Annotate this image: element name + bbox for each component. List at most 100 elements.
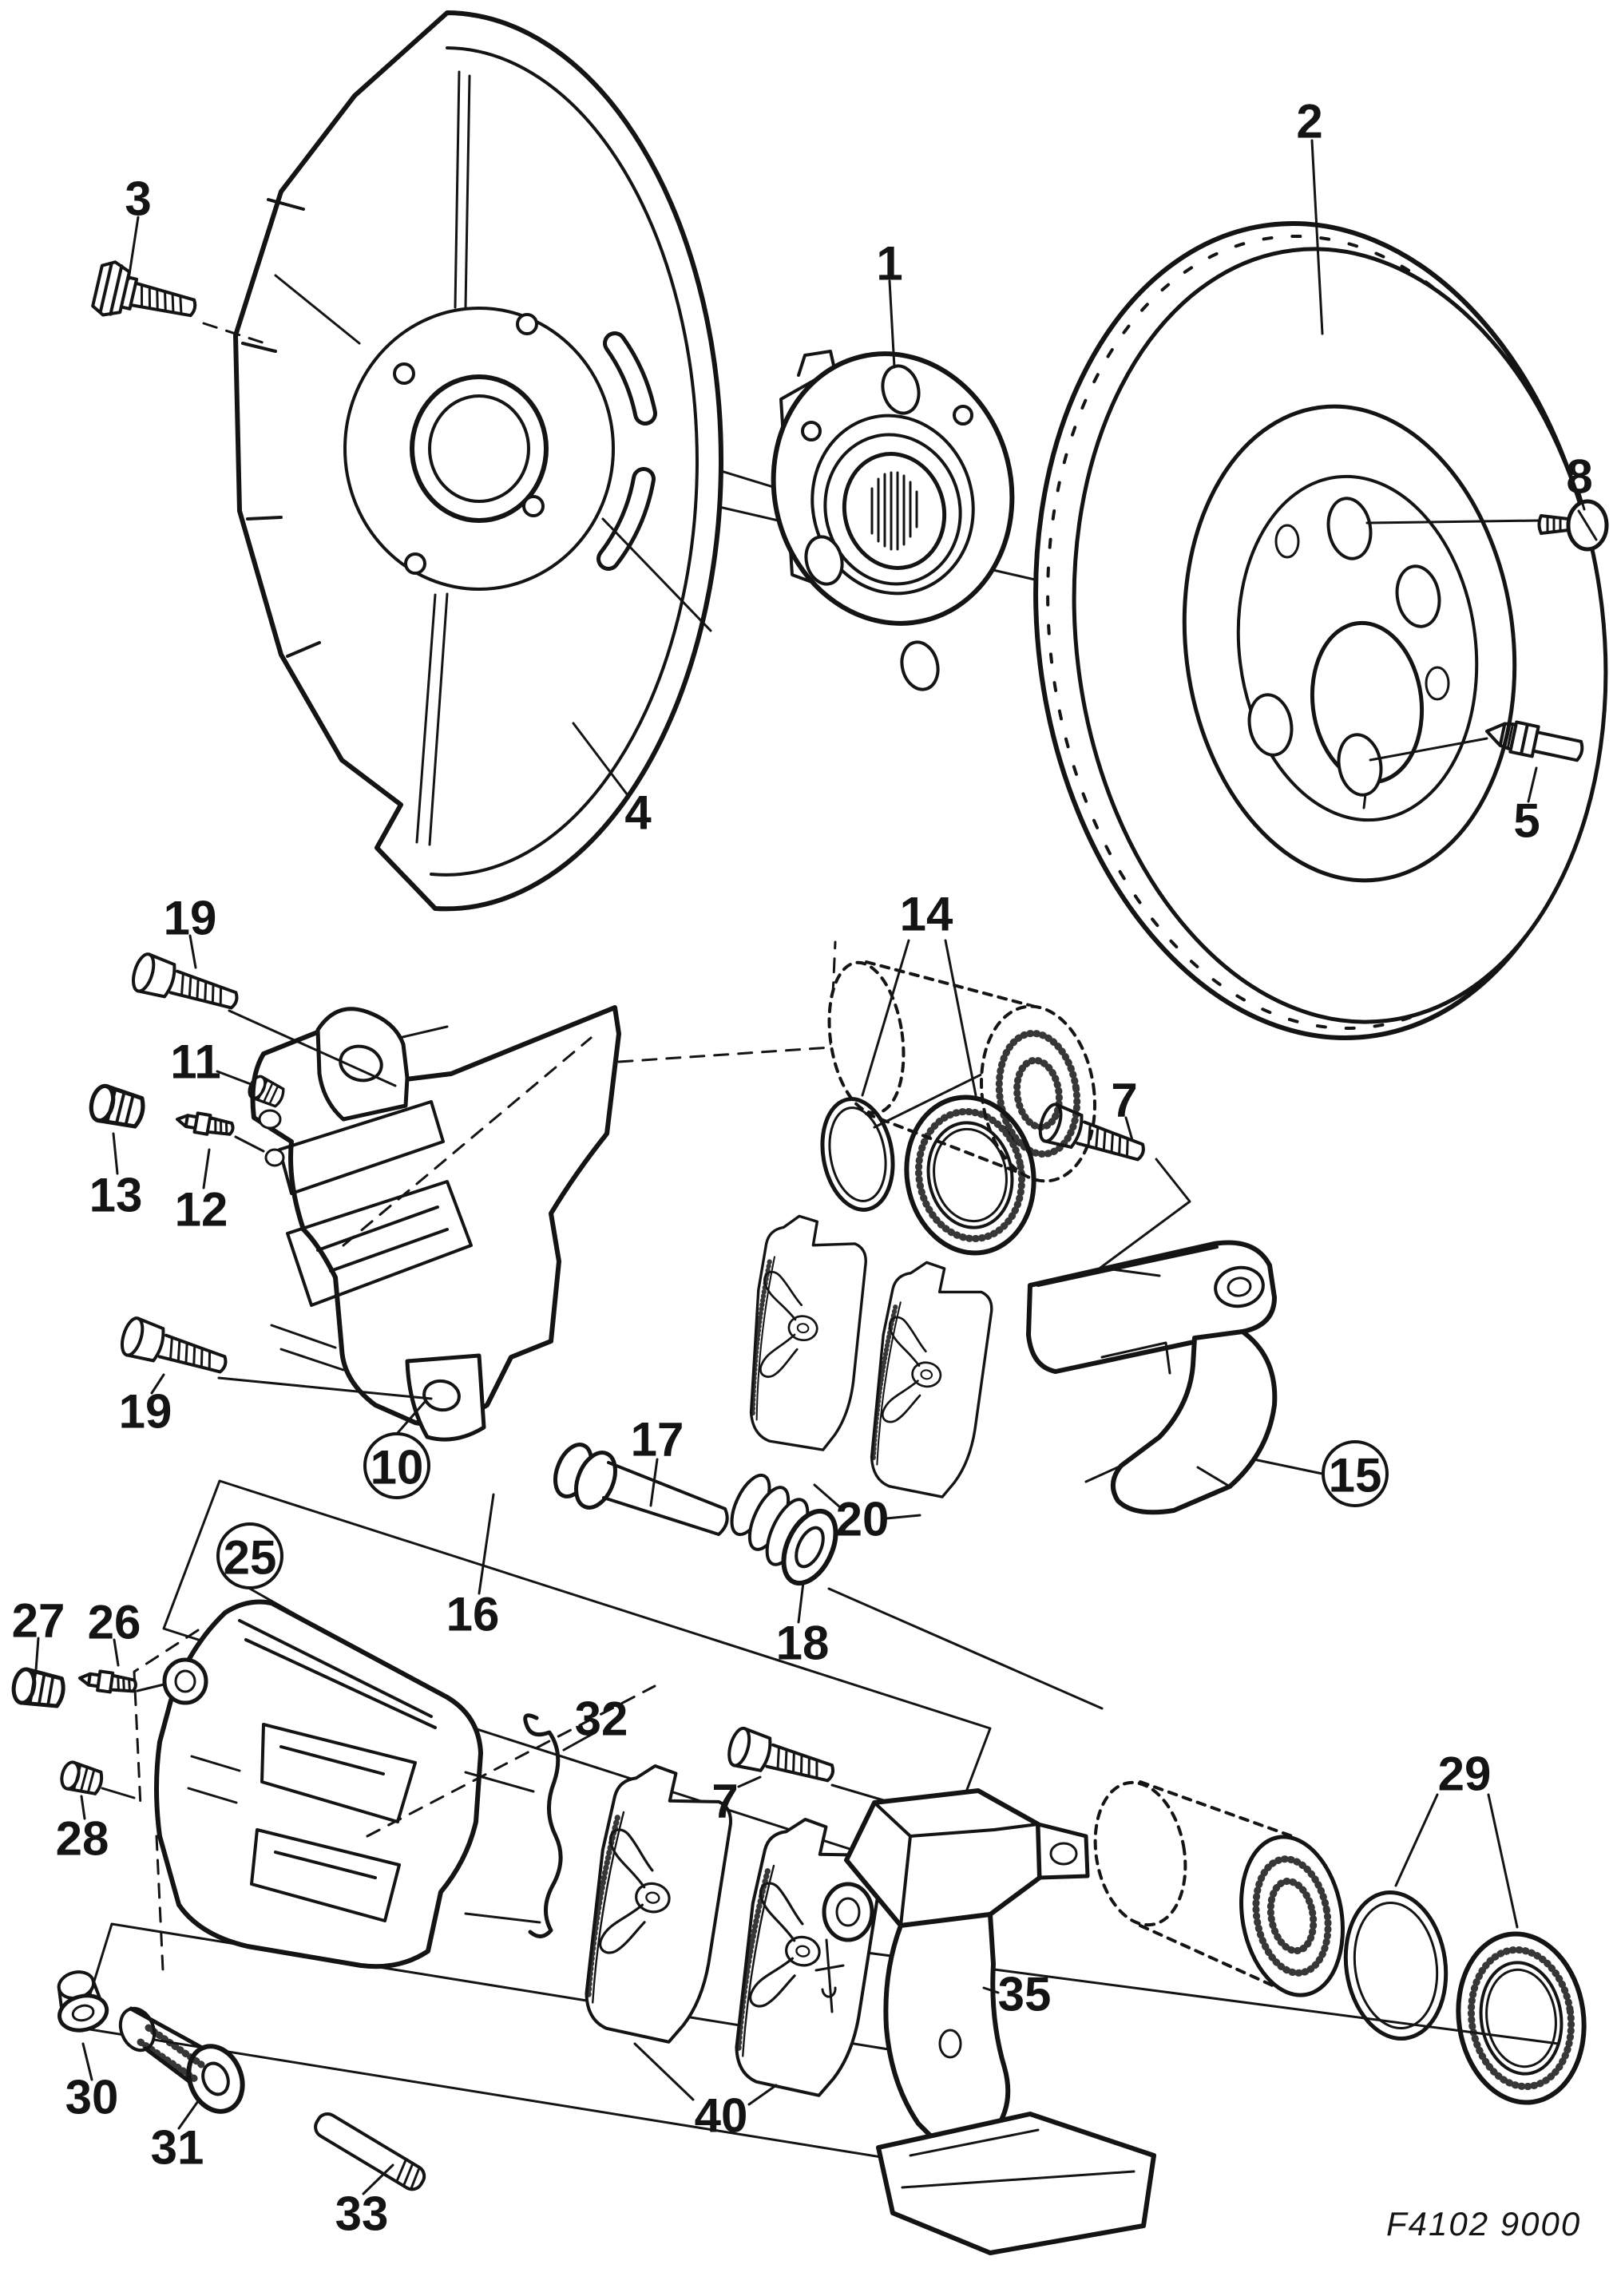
- callout-10-label: 10: [371, 1441, 424, 1494]
- callout-17-label: 17: [631, 1413, 684, 1467]
- callout-10: 10: [363, 1400, 430, 1499]
- callout-29: 29: [1394, 1748, 1519, 1929]
- guide-pin-33: [314, 2112, 426, 2191]
- callout-2: 2: [1296, 95, 1324, 335]
- callout-4-label: 4: [624, 786, 652, 840]
- callout-1: 1: [876, 237, 903, 369]
- callout-12: 12: [175, 1148, 228, 1237]
- guide-bolt-19b: [117, 1314, 433, 1400]
- callout-35-label: 35: [998, 1968, 1052, 2021]
- callout-16-label: 16: [446, 1588, 500, 1641]
- callout-28: 28: [56, 1795, 109, 1866]
- callout-17: 17: [631, 1413, 684, 1507]
- carrier-bolt-7b: [723, 1724, 904, 1807]
- carrier-bracket-35: [822, 1788, 1156, 2255]
- callout-14: 14: [861, 888, 977, 1097]
- dust-seal-14: [904, 1095, 1036, 1256]
- callout-16: 16: [446, 1493, 500, 1641]
- callout-25-label: 25: [224, 1531, 277, 1585]
- pad-wear-slot: [814, 1938, 845, 2013]
- shield-bolt-3: [89, 257, 267, 345]
- dust-cap-13: [88, 1083, 146, 1130]
- callout-2-label: 2: [1296, 95, 1322, 148]
- callout-30-label: 30: [65, 2071, 119, 2124]
- callout-20-label: 20: [836, 1493, 890, 1546]
- callout-19a-label: 19: [164, 892, 217, 945]
- wheel-hub: [771, 350, 1015, 691]
- callout-14-label: 14: [900, 888, 953, 941]
- dust-cap-27: [11, 1668, 65, 1710]
- dust-seal-29: [1456, 1931, 1587, 2105]
- callout-20: 20: [813, 1483, 921, 1546]
- callout-33: 33: [335, 2163, 394, 2241]
- bush-cap-30: [57, 1970, 109, 2033]
- carrier-bracket-15: [1026, 1240, 1278, 1515]
- bleed-nipple-26: [77, 1667, 165, 1697]
- callout-40-label: 40: [695, 2089, 748, 2143]
- callout-26: 26: [88, 1596, 141, 1667]
- o-ring-14: [820, 1097, 895, 1212]
- callout-19b: 19: [119, 1373, 172, 1439]
- callout-15: 15: [1252, 1440, 1389, 1507]
- callout-18: 18: [776, 1581, 830, 1670]
- pad-spring-32: [464, 1713, 563, 1938]
- guide-sleeve-31: [118, 2006, 245, 2114]
- callout-26-label: 26: [88, 1596, 141, 1649]
- guide-pin-17: [553, 1443, 729, 1536]
- drawing-number: F4102 9000: [1386, 2205, 1581, 2243]
- disc-screw-8: [1365, 499, 1609, 552]
- o-ring-29: [1343, 1890, 1449, 2041]
- piston-upper: [827, 960, 1096, 1183]
- plug-11: [216, 1070, 288, 1110]
- guide-bolt-19a: [128, 950, 397, 1087]
- splash-shield: [233, 10, 724, 912]
- wheel-stud-5: [1369, 720, 1584, 762]
- callout-7a: 7: [1111, 1074, 1138, 1142]
- callout-18-label: 18: [776, 1617, 830, 1670]
- callout-12-label: 12: [175, 1183, 228, 1237]
- caliper-lower: [154, 1599, 656, 1969]
- caliper-upper: [250, 940, 837, 1442]
- callout-11-label: 11: [170, 1035, 220, 1089]
- plug-28: [57, 1758, 136, 1799]
- callout-13: 13: [89, 1132, 143, 1222]
- bleed-nipple-12: [173, 1108, 265, 1153]
- callout-13-label: 13: [89, 1169, 143, 1222]
- guide-pin-boot-18: [730, 1473, 838, 1586]
- brake-pad-20a: [740, 1213, 873, 1453]
- callout-32: 32: [562, 1692, 628, 1752]
- callout-28-label: 28: [56, 1812, 109, 1866]
- callout-19a: 19: [164, 892, 217, 969]
- callout-27-label: 27: [12, 1594, 65, 1648]
- callout-25: 25: [216, 1522, 353, 1648]
- callout-33-label: 33: [335, 2187, 389, 2241]
- callout-5-label: 5: [1513, 794, 1540, 848]
- callout-7b-label: 7: [711, 1775, 738, 1828]
- callout-19b-label: 19: [119, 1385, 172, 1439]
- callout-31-label: 31: [151, 2121, 204, 2175]
- callout-8-label: 8: [1566, 450, 1592, 504]
- callout-35: 35: [982, 1968, 1052, 2021]
- brake-disc: [1033, 221, 1608, 1040]
- callout-40: 40: [633, 2042, 778, 2143]
- callout-3-label: 3: [125, 172, 151, 226]
- callout-4: 4: [572, 722, 652, 840]
- callout-7b: 7: [711, 1775, 762, 1828]
- carrier-bolt-7a: [1034, 1100, 1191, 1277]
- callout-7a-label: 7: [1111, 1074, 1137, 1127]
- callout-30: 30: [65, 2042, 119, 2124]
- callouts: 1 2 3 4 5 7 7 8 10 11 12 13 14 15 16 17 …: [12, 95, 1593, 2241]
- callout-32-label: 32: [575, 1692, 628, 1746]
- callout-8: 8: [1566, 450, 1593, 511]
- callout-29-label: 29: [1438, 1748, 1492, 1801]
- piston-lower: [1093, 1780, 1345, 1997]
- callout-3: 3: [125, 172, 152, 281]
- callout-11: 11: [170, 1035, 220, 1089]
- callout-31: 31: [151, 2100, 204, 2175]
- brake-pad-20b: [860, 1257, 1000, 1500]
- callout-15-label: 15: [1329, 1449, 1382, 1502]
- callout-5: 5: [1513, 766, 1540, 848]
- callout-27: 27: [12, 1594, 65, 1672]
